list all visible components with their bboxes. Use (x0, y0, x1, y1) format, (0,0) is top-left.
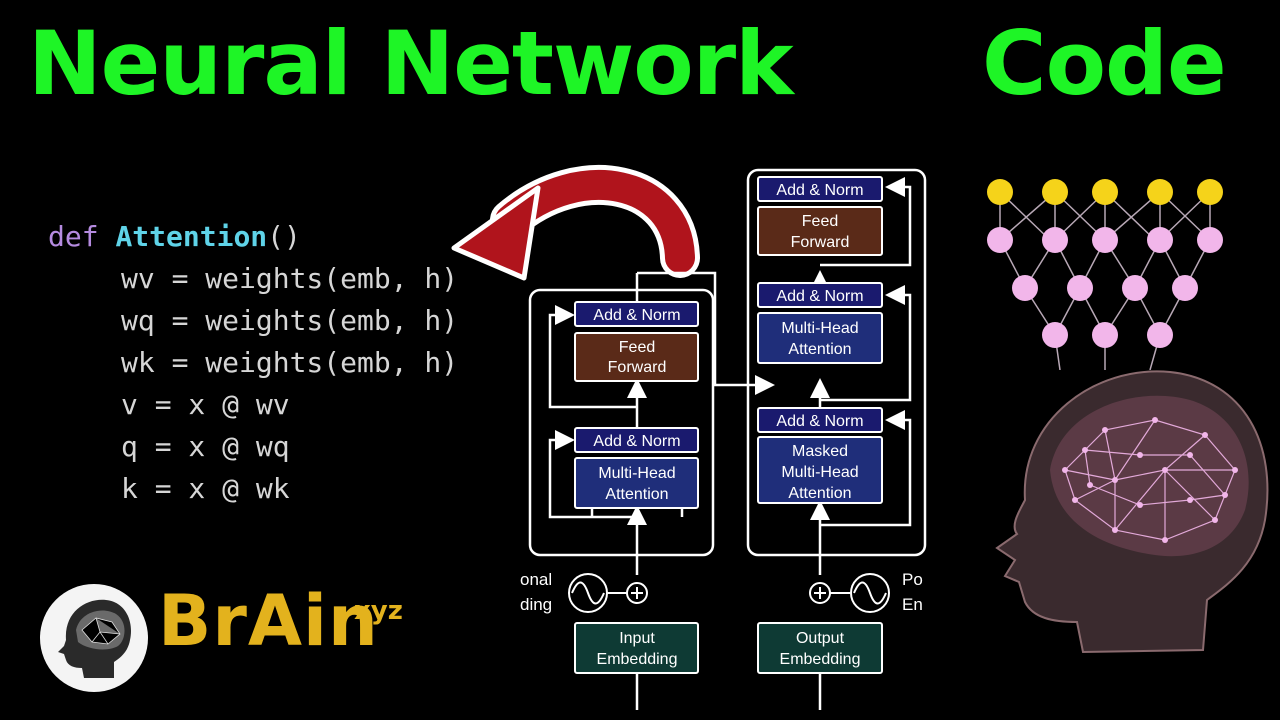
decoder-positional-label-2: En (902, 595, 923, 614)
code-block: def Attention() wv = weights(emb, h) wq … (48, 216, 458, 510)
encoder-attention-line1: Multi-Head (598, 465, 675, 482)
function-name: Attention (115, 220, 268, 253)
transformer-diagram: Add & Norm Feed Forward Add & Norm Multi… (520, 168, 927, 710)
neural-network-icon (987, 179, 1223, 370)
decoder-add-norm-bottom: Add & Norm (776, 413, 863, 430)
masked-attention-line2: Multi-Head (781, 464, 858, 481)
decoder-feed-forward-line1: Feed (802, 213, 838, 230)
encoder-attention-line2: Attention (605, 486, 668, 503)
masked-attention-line1: Masked (792, 443, 848, 460)
encoder-stack: Add & Norm Feed Forward Add & Norm Multi… (574, 301, 699, 674)
brain-head-icon (995, 370, 1269, 654)
code-line: k = x @ wk (121, 472, 290, 505)
encoder-positional-label-2: ding (520, 595, 552, 614)
encoder-add-norm-top: Add & Norm (593, 307, 680, 324)
output-embedding-line2: Embedding (780, 651, 861, 668)
logo-superscript: xyz (354, 596, 403, 626)
output-embedding-line1: Output (796, 630, 845, 647)
code-line: wq = weights(emb, h) (121, 304, 459, 337)
decoder-feed-forward-line2: Forward (791, 234, 850, 251)
code-line: v = x @ wv (121, 388, 290, 421)
decoder-attention-line2: Attention (788, 341, 851, 358)
title-neural-network: Neural Network (28, 12, 794, 115)
decoder-positional-label-1: Po (902, 570, 923, 589)
decoder-attention-line1: Multi-Head (781, 320, 858, 337)
def-keyword: def (48, 220, 99, 253)
decoder-stack: Add & Norm Feed Forward Add & Norm Multi… (757, 176, 883, 674)
encoder-positional-label-1: onal (520, 570, 552, 589)
code-line: q = x @ wq (121, 430, 290, 463)
function-parens: () (267, 220, 301, 253)
encoder-feed-forward-line1: Feed (619, 339, 655, 356)
masked-attention-line3: Attention (788, 485, 851, 502)
decoder-add-norm-mid: Add & Norm (776, 288, 863, 305)
encoder-feed-forward-line2: Forward (608, 359, 667, 376)
code-line: wv = weights(emb, h) (121, 262, 459, 295)
title-code: Code (982, 12, 1227, 115)
plus-circle-icon (809, 582, 831, 604)
encoder-add-norm-bottom: Add & Norm (593, 433, 680, 450)
logo-name: BrAin (158, 580, 379, 662)
decoder-add-norm-top: Add & Norm (776, 182, 863, 199)
sine-wave-icon (568, 573, 608, 613)
input-embedding-line1: Input (619, 630, 655, 647)
logo-brain-head-icon (40, 584, 148, 692)
input-embedding-line2: Embedding (597, 651, 678, 668)
plus-circle-icon (626, 582, 648, 604)
sine-wave-icon (850, 573, 890, 613)
code-line: wk = weights(emb, h) (121, 346, 459, 379)
curved-arrow-icon (451, 165, 700, 281)
